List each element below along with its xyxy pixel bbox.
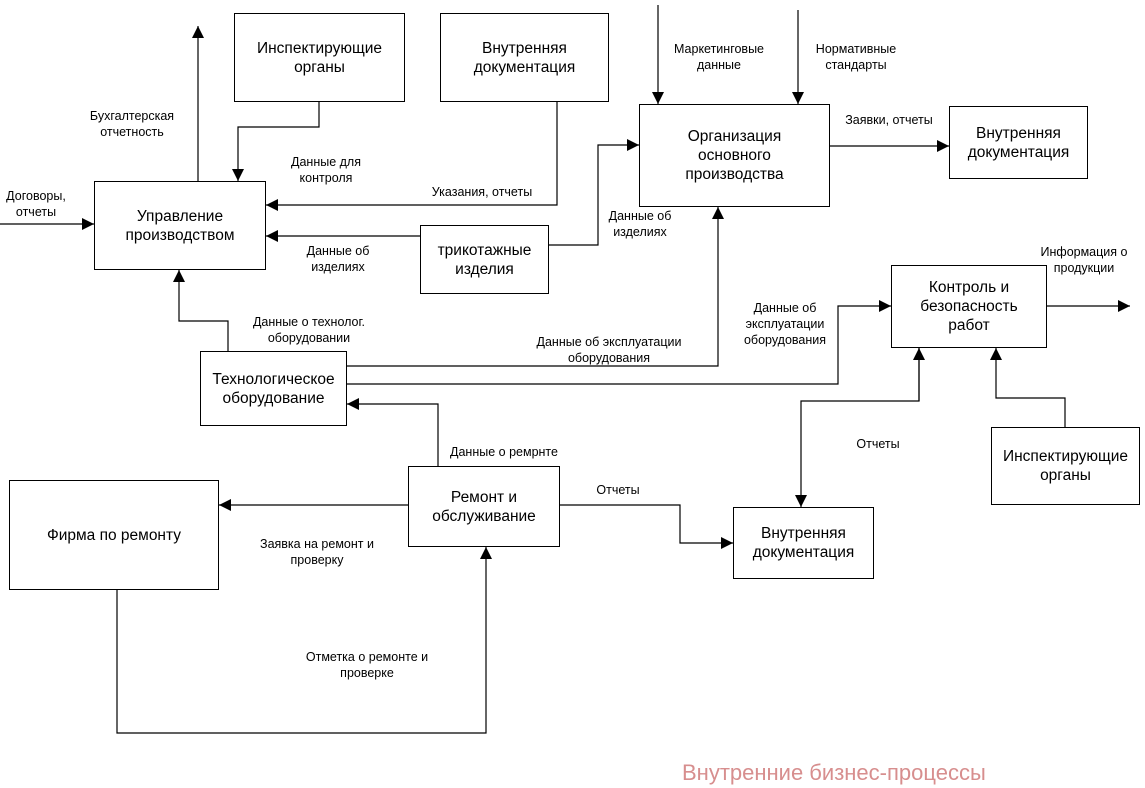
node-doc-bottom-text: Внутренняя документация <box>752 525 855 561</box>
diagram-caption: Внутренние бизнес-процессы <box>682 760 986 785</box>
label-contracts: Договоры, отчеты <box>6 189 66 219</box>
arrow-repair-mark <box>116 547 492 734</box>
node-control: Контроль и безопасность работ <box>891 265 1047 348</box>
label-control-data: Данные для контроля <box>291 155 361 185</box>
arrow-equip-ops-right <box>347 300 891 385</box>
node-inspect-top: Инспектирующие органы <box>234 13 405 102</box>
label-repair-data: Данные о ремрнте <box>450 445 558 459</box>
node-repair-text: Ремонт и обслуживание <box>432 488 536 525</box>
arrow-equip-ops-mid <box>347 207 724 367</box>
label-standards: Нормативные стандарты <box>815 42 897 72</box>
node-inspect-right-text: Инспектирующие органы <box>1002 448 1129 484</box>
node-doc-bottom: Внутренняя документация <box>733 507 874 579</box>
label-product-info: Информация о продукции <box>1040 245 1128 275</box>
arrow-control-data <box>232 102 320 181</box>
node-tech: Технологическое оборудование <box>200 351 347 426</box>
arrow-product-data-right <box>549 139 639 246</box>
label-equip-ops-mid: Данные об эксплуатации оборудования <box>536 335 682 365</box>
node-doc-top-text: Внутренняя документация <box>473 39 576 76</box>
label-requests: Заявки, отчеты <box>845 113 933 127</box>
label-equip-ops-right: Данные об эксплуатации оборудования <box>743 301 827 347</box>
node-manage: Управление производством <box>94 181 266 270</box>
node-firm-text: Фирма по ремонту <box>46 526 182 544</box>
node-knit-text: трикотажные изделия <box>437 241 532 278</box>
node-manage-text: Управление производством <box>125 207 235 244</box>
label-instructions: Указания, отчеты <box>431 185 533 199</box>
node-doc-top: Внутренняя документация <box>440 13 609 102</box>
arrow-inspect-right <box>990 348 1066 427</box>
label-tech-data: Данные о технолог. оборудовании <box>252 315 366 345</box>
node-org-prod-text: Организация основного производства <box>685 128 784 183</box>
arrow-repair-data <box>347 398 439 466</box>
label-repair-request: Заявка на ремонт и проверку <box>260 537 374 567</box>
arrow-reports-mid <box>795 348 920 507</box>
label-product-data-right: Данные об изделиях <box>608 209 672 239</box>
node-doc-right-text: Внутренняя документация <box>967 124 1070 161</box>
node-repair: Ремонт и обслуживание <box>408 466 560 547</box>
node-control-text: Контроль и безопасность работ <box>920 279 1018 334</box>
label-product-data-left: Данные об изделиях <box>306 244 370 274</box>
node-knit: трикотажные изделия <box>420 225 549 294</box>
arrow-instructions <box>266 102 558 211</box>
arrow-reports-repair <box>560 504 733 549</box>
node-firm: Фирма по ремонту <box>9 480 219 590</box>
arrow-tech-data <box>173 270 229 351</box>
label-repair-mark: Отметка о ремонте и проверке <box>305 650 429 680</box>
node-inspect-right: Инспектирующие органы <box>991 427 1140 505</box>
label-marketing: Маркетинговые данные <box>673 42 765 72</box>
node-tech-text: Технологическое оборудование <box>212 370 335 407</box>
node-inspect-top-text: Инспектирующие органы <box>256 39 383 76</box>
label-accounting: Бухгалтерская отчетность <box>89 109 175 139</box>
label-reports-repair: Отчеты <box>596 483 640 497</box>
label-reports-mid: Отчеты <box>856 437 900 451</box>
node-org-prod: Организация основного производства <box>639 104 830 207</box>
node-doc-right: Внутренняя документация <box>949 106 1088 179</box>
